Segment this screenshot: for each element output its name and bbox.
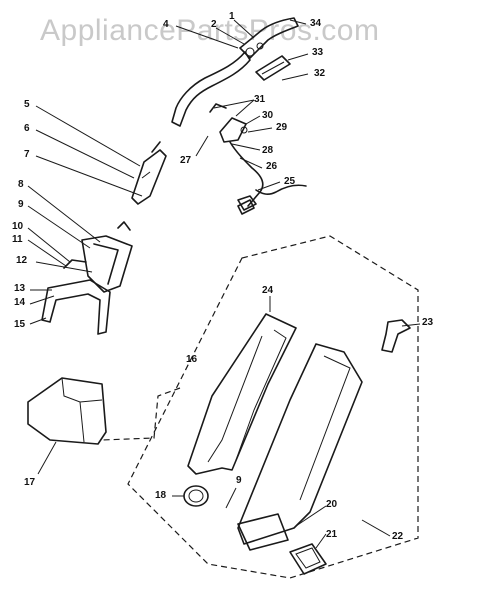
callout-8: 8	[18, 179, 24, 190]
callout-9-lower: 9	[236, 475, 242, 486]
callout-4: 4	[163, 19, 169, 30]
leader-lines	[27, 19, 421, 549]
callout-13: 13	[14, 283, 26, 294]
callout-11: 11	[12, 234, 23, 245]
watermark: AppliancePartsPros.com	[40, 14, 380, 47]
callout-29: 29	[276, 122, 288, 133]
handle-grip	[239, 17, 299, 59]
callout-17: 17	[24, 477, 36, 488]
gasket-ring	[183, 485, 209, 507]
inner-bag	[187, 313, 297, 475]
handle-tube	[171, 51, 251, 127]
callout-14: 14	[14, 297, 26, 308]
bag-adapter	[289, 543, 327, 575]
callout-1: 1	[229, 11, 235, 22]
bag-clamp	[381, 319, 411, 353]
callout-7: 7	[24, 149, 30, 160]
callout-32: 32	[314, 68, 326, 79]
callout-21: 21	[326, 529, 338, 540]
callout-12: 12	[16, 255, 28, 266]
callout-10: 10	[12, 221, 24, 232]
callout-15: 15	[14, 319, 26, 330]
cord-hook	[255, 55, 291, 81]
callout-26: 26	[266, 161, 278, 172]
handle-bracket	[41, 221, 133, 335]
callout-20: 20	[326, 499, 338, 510]
cord-plug	[237, 184, 307, 215]
callout-33: 33	[312, 47, 324, 58]
callout-22: 22	[392, 531, 404, 542]
callout-9: 9	[18, 199, 24, 210]
outer-bag	[237, 343, 363, 551]
bag-cover	[27, 377, 107, 445]
lower-handle-tube	[131, 141, 167, 205]
callout-31: 31	[254, 94, 266, 105]
callout-27: 27	[180, 155, 192, 166]
callout-2: 2	[211, 19, 217, 30]
callout-30: 30	[262, 110, 274, 121]
callout-23: 23	[422, 317, 434, 328]
callout-6: 6	[24, 123, 30, 134]
callout-24: 24	[262, 285, 274, 296]
callout-34: 34	[310, 18, 322, 29]
callout-5: 5	[24, 99, 30, 110]
callout-28: 28	[262, 145, 274, 156]
callout-16: 16	[186, 354, 198, 365]
outer-bag-outline	[127, 235, 419, 579]
callout-25: 25	[284, 176, 296, 187]
callout-18: 18	[155, 490, 167, 501]
switch-assembly	[209, 103, 264, 211]
